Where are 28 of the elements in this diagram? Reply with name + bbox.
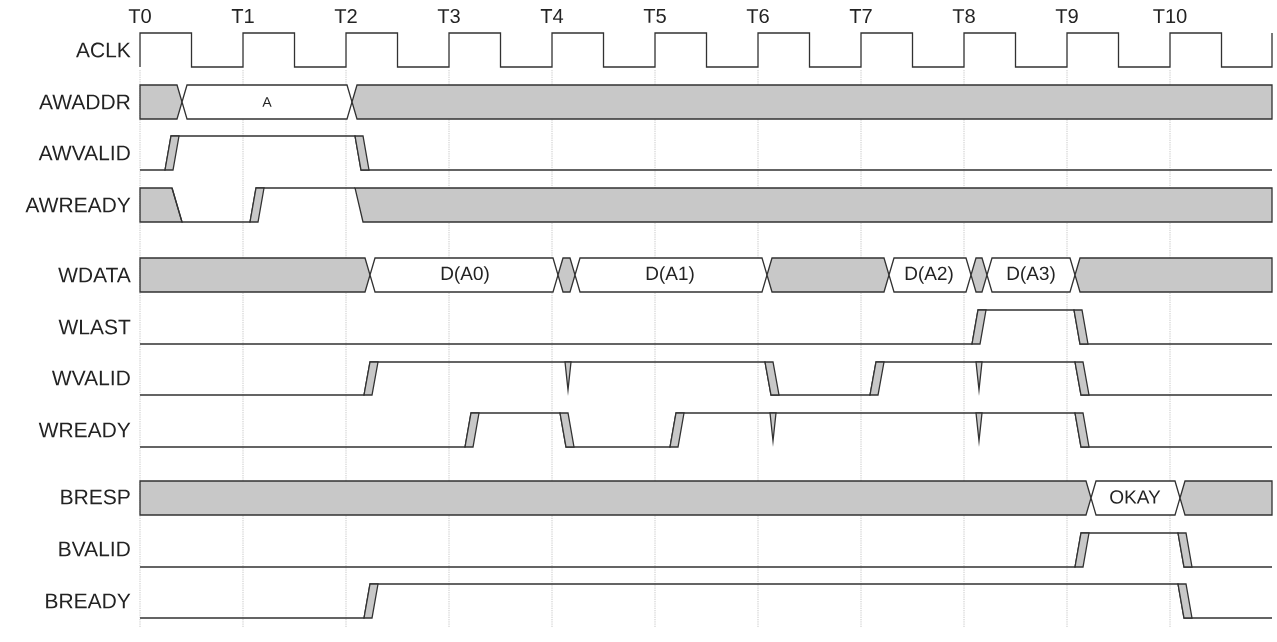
time-label: T2 (334, 9, 357, 23)
signal-name: AWREADY (25, 197, 131, 213)
time-label: T9 (1055, 8, 1078, 24)
bus-value: D(A0) (441, 266, 489, 284)
signal-name: AWADDR (39, 94, 130, 110)
bus-value: D(A2) (905, 266, 953, 284)
bus-value: D(A1) (646, 266, 694, 284)
time-label: T3 (437, 8, 460, 24)
time-label: T6 (746, 8, 769, 24)
signal-name: WVALID (51, 370, 130, 386)
time-label: T8 (952, 8, 975, 24)
signal-name: BREADY (46, 593, 131, 609)
bus-value: OKAY (1110, 490, 1161, 504)
time-label: T0 (128, 8, 151, 24)
signal-name: WDATA (58, 267, 131, 283)
bus-value: A (262, 97, 272, 107)
time-label: T10 (1153, 8, 1187, 24)
signal-name: WLAST (58, 319, 131, 335)
time-label: T4 (540, 9, 564, 23)
signal-name: AWVALID (38, 145, 130, 161)
bus-value: D(A3) (1007, 266, 1055, 284)
time-label: T1 (231, 9, 254, 23)
time-label: T7 (849, 9, 872, 23)
signal-name: ACLK (76, 42, 131, 58)
signal-name: BVALID (59, 541, 130, 557)
signal-name: BRESP (61, 489, 130, 505)
signal-name: WREADY (38, 422, 131, 438)
time-label: T5 (643, 9, 666, 23)
